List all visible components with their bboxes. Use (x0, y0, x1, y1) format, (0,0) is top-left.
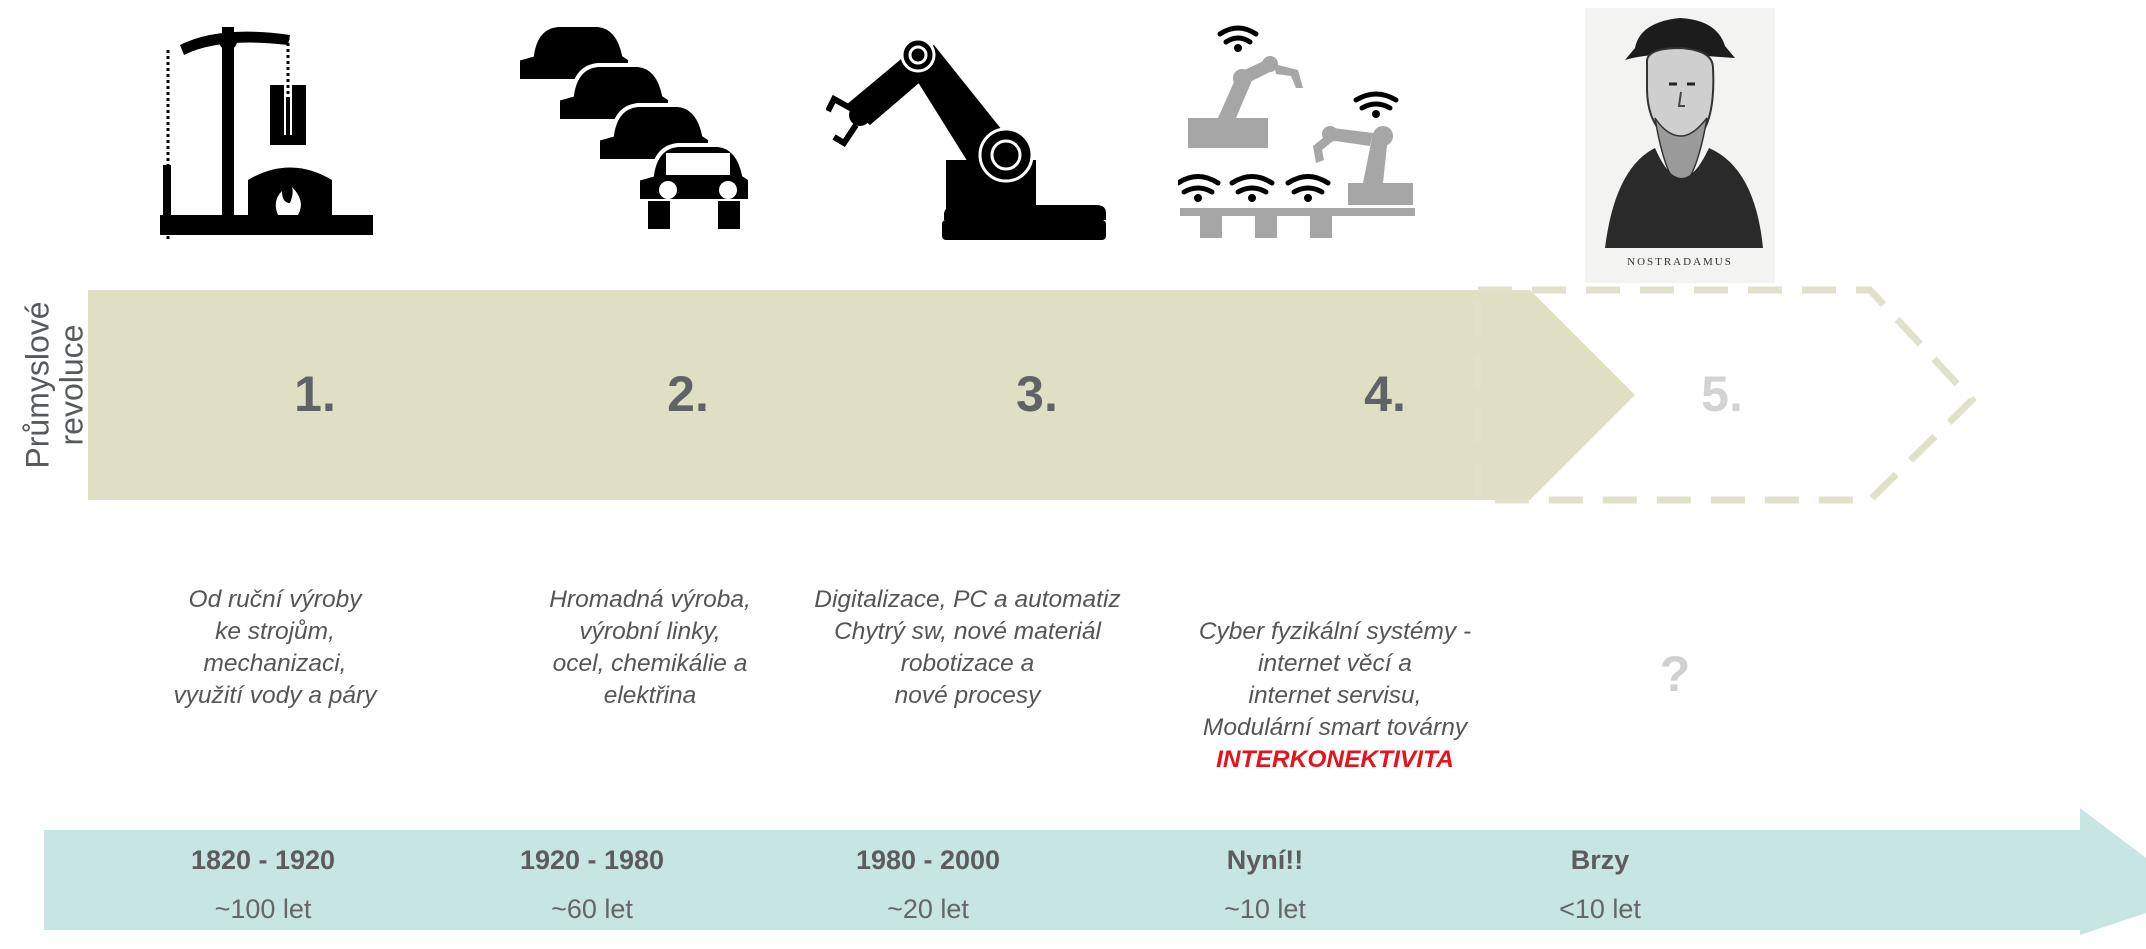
description-1: Od ruční výroby ke strojům, mechanizaci,… (173, 586, 377, 709)
connected-robots-icon (1178, 25, 1415, 238)
portrait-caption: NOSTRADAMUS (1627, 256, 1733, 268)
revolution-band (88, 290, 1635, 500)
description-3: Digitalizace, PC a automatiz Chytrý sw, … (814, 586, 1121, 709)
timeline-period-4: Nyní!! (1226, 845, 1304, 875)
timeline-duration-1: ~100 let (214, 894, 312, 924)
timeline-band (44, 808, 2146, 935)
side-label-line1: Průmyslové (20, 301, 56, 469)
description-4-text: Cyber fyzikální systémy - internet věcí … (1198, 618, 1472, 741)
timeline-period-2: 1920 - 1980 (519, 845, 665, 875)
timeline-duration-5: <10 let (1559, 894, 1641, 924)
timeline-period-1: 1820 - 1920 (190, 845, 336, 875)
description-4: Cyber fyzikální systémy - internet věcí … (1160, 584, 1510, 808)
assembly-cars-icon (518, 23, 752, 229)
description-2: Hromadná výroba, výrobní linky, ocel, ch… (549, 586, 751, 709)
highlight-text: INTERKONEKTIVITA (1216, 746, 1454, 773)
timeline-period-5: Brzy (1570, 845, 1630, 875)
timeline-duration-2: ~60 let (551, 894, 633, 924)
timeline-duration-4: ~10 let (1224, 894, 1306, 924)
unknown-future-mark: ? (1659, 646, 1691, 702)
nostradamus-portrait (1585, 8, 1775, 283)
timeline-duration-3: ~20 let (887, 894, 969, 924)
revolution-number-1: 1. (294, 366, 336, 422)
revolution-number-2: 2. (667, 366, 709, 422)
steam-engine-icon (160, 27, 373, 240)
side-label: Průmyslové revoluce (0, 285, 110, 485)
revolution-number-4: 4. (1364, 366, 1406, 422)
revolution-number-3: 3. (1016, 366, 1058, 422)
future-revolution-outline (1474, 286, 1977, 504)
revolution-number-5: 5. (1701, 366, 1743, 422)
side-label-line2: revoluce (54, 324, 90, 446)
timeline-period-3: 1980 - 2000 (855, 845, 1001, 875)
robot-arm-icon (826, 37, 1106, 240)
